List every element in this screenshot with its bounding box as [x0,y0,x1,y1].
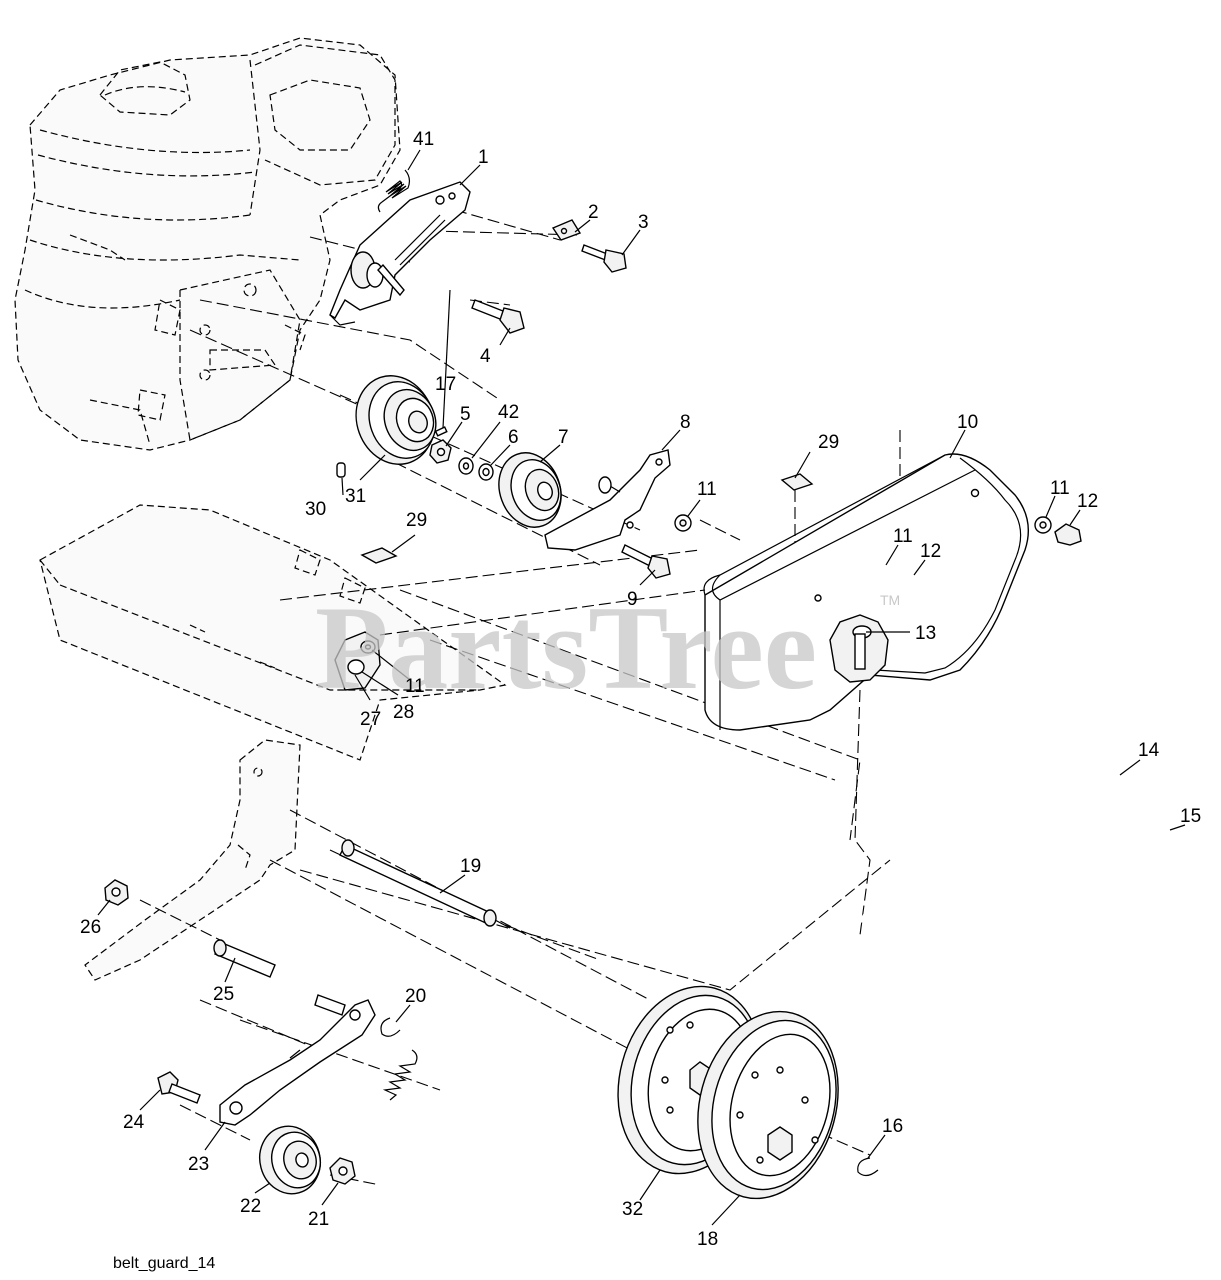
bolt-3 [581,244,627,273]
callout-7: 7 [558,427,569,448]
spring-lower [382,1049,418,1101]
pin-25 [213,939,276,978]
idler-bracket-1 [329,181,471,326]
plate-2 [551,219,582,241]
clip-16 [857,1157,879,1177]
callout-12-b: 12 [1077,491,1098,512]
belt-guard-10 [703,453,1029,731]
washer-6 [478,463,494,481]
callout-13: 13 [915,623,936,644]
callout-4: 4 [480,346,491,367]
callout-19: 19 [460,856,481,877]
washer-11-d [360,640,376,654]
engine-outline [14,37,401,451]
belt-14 [856,758,1157,970]
callout-30: 30 [305,499,326,520]
pulley-22 [259,1125,321,1195]
callout-32: 32 [622,1199,643,1220]
callout-18: 18 [697,1229,718,1250]
callout-9: 9 [627,589,638,610]
nut-26 [104,879,129,906]
callout-28: 28 [393,702,414,723]
clip-20 [380,1017,401,1037]
washer-42 [458,457,474,475]
watermark-text: PartsTree [315,581,817,714]
callout-2: 2 [588,202,599,223]
callout-6: 6 [508,427,519,448]
watermark-trademark: TM [880,592,900,608]
callout-26: 26 [80,917,101,938]
callout-15: 15 [1180,806,1201,827]
callout-29-b: 29 [406,510,427,531]
pulley-7 [498,452,562,528]
callout-17: 17 [435,374,456,395]
clip-29-a [780,473,814,491]
shaft-19 [339,839,511,929]
clip-29-b [360,547,398,564]
pin-30 [336,462,346,478]
callout-29-a: 29 [818,432,839,453]
callout-22: 22 [240,1196,261,1217]
callout-11-a: 11 [697,479,717,500]
callout-5: 5 [460,404,471,425]
washer-11-c [1034,516,1052,534]
diagram-caption: belt_guard_14 [113,1255,215,1272]
callout-27: 27 [360,709,381,730]
callout-3: 3 [638,212,649,233]
idler-arm-23 [219,994,376,1126]
pulley-18 [697,1010,839,1200]
callout-16: 16 [882,1116,903,1137]
nut-21 [329,1157,356,1185]
acorn-nut-12-b [1054,523,1082,546]
callout-11-b: 11 [893,526,913,547]
callout-11-c: 11 [1050,478,1070,499]
bracket-8 [544,449,671,551]
washer-28 [347,659,365,675]
callout-24: 24 [123,1112,145,1133]
callout-11-d: 11 [405,676,425,697]
bolt-24 [157,1071,201,1104]
callout-labels: 1 2 3 4 5 6 7 8 9 10 11 11 11 11 12 12 1… [80,129,1201,1250]
callout-31: 31 [345,486,366,507]
washer-11-a [674,514,692,532]
callout-21: 21 [308,1209,329,1230]
callout-10: 10 [957,412,978,433]
callout-25: 25 [213,984,234,1005]
callout-14: 14 [1138,740,1160,761]
callout-8: 8 [680,412,691,433]
callout-23: 23 [188,1154,209,1175]
callout-pointers [97,149,1186,1226]
callout-42: 42 [498,402,519,423]
callout-1: 1 [478,147,489,168]
watermark: PartsTree TM [315,581,900,714]
spring-41 [377,169,411,213]
belt-15 [899,823,1197,1027]
callout-12-a: 12 [920,541,941,562]
pulley-31 [355,375,437,465]
key-17 [434,426,448,437]
callout-20: 20 [405,986,426,1007]
bolt-4 [471,299,525,334]
tine-shield-outline [39,504,507,761]
bolt-9 [621,544,671,579]
callout-41: 41 [413,129,434,150]
frame-bracket-outline [84,739,301,981]
